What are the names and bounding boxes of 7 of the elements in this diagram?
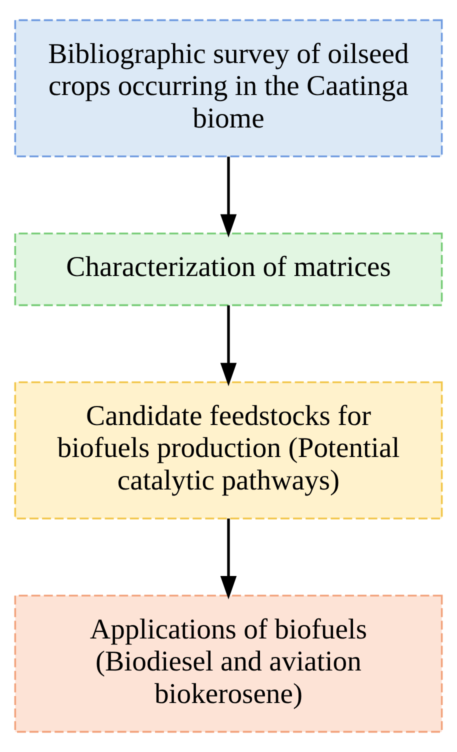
node-box: Applications of biofuels (Biodiesel and aviation biokerosene): [14, 594, 443, 733]
arrow: [220, 518, 237, 600]
arrow: [220, 156, 237, 238]
node-box: Bibliographic survey of oilseed crops occurring in the Caatinga biome: [14, 19, 443, 158]
arrow: [220, 305, 237, 386]
node-box: Candidate feedstocks for biofuels production (Potential catalytic pathways): [14, 381, 443, 520]
node-box: Characterization of matrices: [14, 232, 443, 306]
